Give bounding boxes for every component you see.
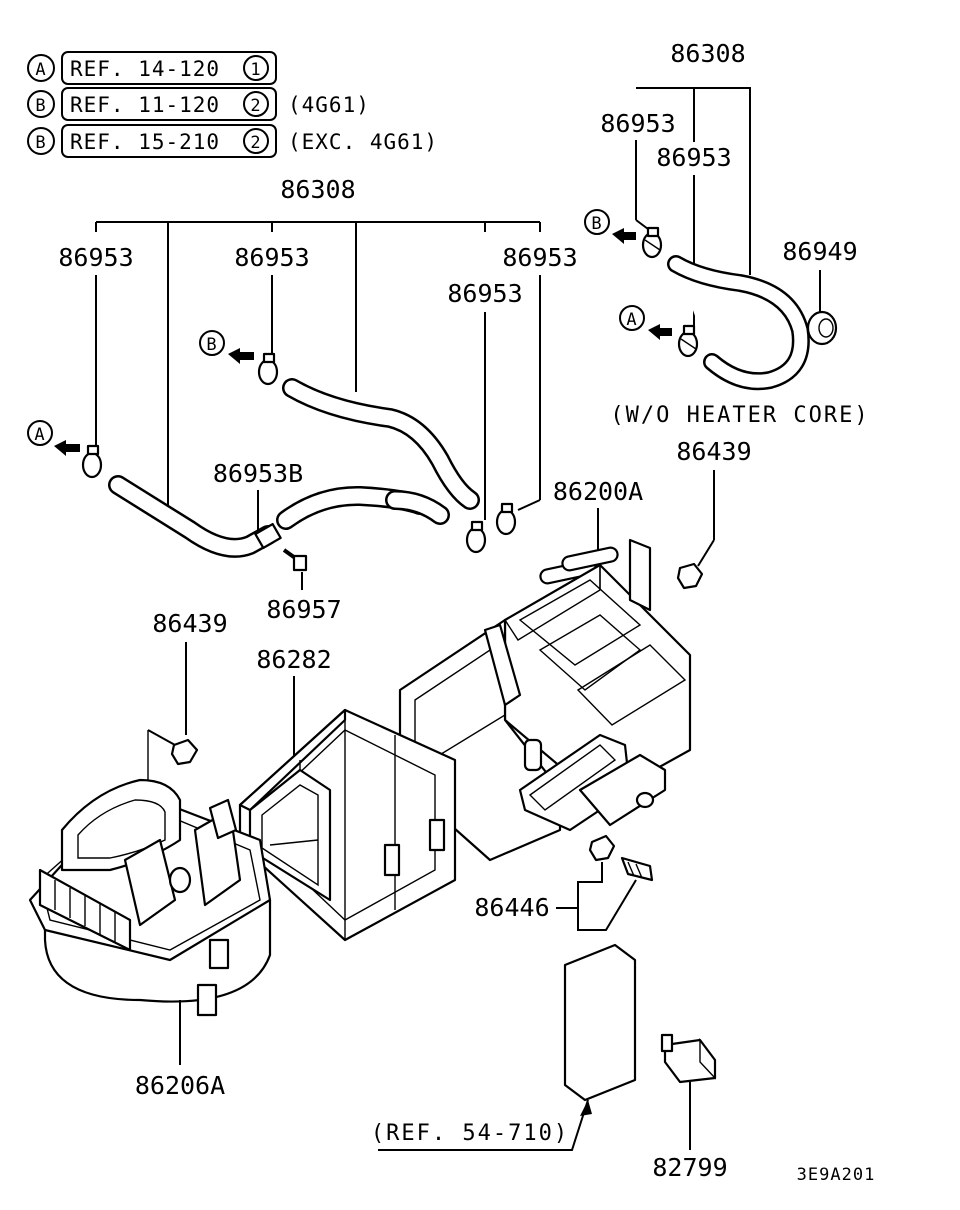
marker-b-icon: B (591, 214, 602, 234)
label-86439-right: 86439 (676, 437, 751, 466)
heater-hose-set: 86308 86953 86953 86953 86953 (27, 175, 578, 624)
label-86953-l4: 86953 (447, 279, 522, 308)
arrow-icon (648, 324, 672, 340)
label-86953B: 86953B (213, 459, 303, 488)
resistor-82799: 82799 (652, 1033, 728, 1182)
label-86953-r1: 86953 (600, 109, 675, 138)
label-86446: 86446 (474, 893, 549, 922)
hose-clamp-icon (641, 226, 663, 259)
legend-marker-b: B (35, 96, 46, 116)
hose-clamp-icon (677, 324, 699, 358)
label-86953-l3: 86953 (502, 243, 577, 272)
legend-row-3: B REF. 15-210 2 (EXC. 4G61) (27, 124, 438, 158)
arrow-icon (54, 440, 80, 456)
hose-clamp-icon (81, 444, 103, 479)
legend-num-2: 2 (250, 96, 261, 116)
legend-marker-b-2: B (35, 133, 46, 153)
label-86949: 86949 (782, 237, 857, 266)
arrow-icon (228, 348, 254, 364)
legend-marker-a: A (35, 60, 46, 80)
label-86953-r2: 86953 (656, 143, 731, 172)
label-86200A: 86200A (553, 477, 643, 506)
label-86953-l1: 86953 (58, 243, 133, 272)
label-86282: 86282 (256, 645, 331, 674)
legend-ref-1: REF. 14-120 (70, 57, 220, 81)
label-86953-l2: 86953 (234, 243, 309, 272)
clip-icon (588, 834, 616, 862)
label-82799: 82799 (652, 1153, 727, 1182)
clip-icon (676, 562, 704, 590)
diagram-code: 3E9A201 (797, 1165, 876, 1185)
evaporator-case: 86282 (238, 645, 457, 942)
label-86308-mid: 86308 (280, 175, 355, 204)
arrow-icon (612, 228, 636, 244)
fasteners-86446: 86446 (474, 834, 654, 931)
hose-clamp-icon (495, 502, 517, 536)
marker-a-icon-2: A (34, 425, 45, 445)
legend-ref-3: REF. 15-210 (70, 130, 220, 154)
legend-ref-2: REF. 11-120 (70, 93, 220, 117)
marker-b-icon-2: B (206, 335, 217, 355)
clip-86439-right: 86439 (676, 437, 752, 590)
legend: A REF. 14-120 1 B REF. 11-120 2 (4G61) B… (27, 51, 438, 158)
wo-heater-core-note: (W/O HEATER CORE) (610, 403, 869, 428)
hose-clamp-icon (257, 352, 279, 386)
marker-a-icon: A (626, 310, 637, 330)
label-86308-top: 86308 (670, 39, 745, 68)
grommet-icon (806, 310, 838, 346)
hose-set-wo-heater-core: 86308 86953 86953 B A 86949 (584, 39, 869, 428)
blower-unit: 86439 86206A (28, 609, 272, 1100)
label-86439-left: 86439 (152, 609, 227, 638)
legend-row-1: A REF. 14-120 1 (27, 51, 277, 85)
label-86957: 86957 (266, 595, 341, 624)
hose-clamp-icon (465, 520, 487, 554)
label-86206A: 86206A (135, 1071, 225, 1100)
legend-note-2: (4G61) (288, 93, 370, 117)
ref-54-710-note: (REF. 54-710) (371, 1121, 569, 1146)
clip-icon (170, 738, 199, 766)
screw-icon (620, 856, 654, 882)
legend-num-1: 1 (250, 60, 261, 80)
hose-band-clamp-icon (254, 522, 282, 550)
filter-panel: (REF. 54-710) (371, 943, 637, 1151)
legend-row-2: B REF. 11-120 2 (4G61) (27, 87, 370, 121)
legend-note-3: (EXC. 4G61) (288, 130, 438, 154)
screw-icon (282, 548, 308, 572)
legend-num-3: 2 (250, 133, 261, 153)
